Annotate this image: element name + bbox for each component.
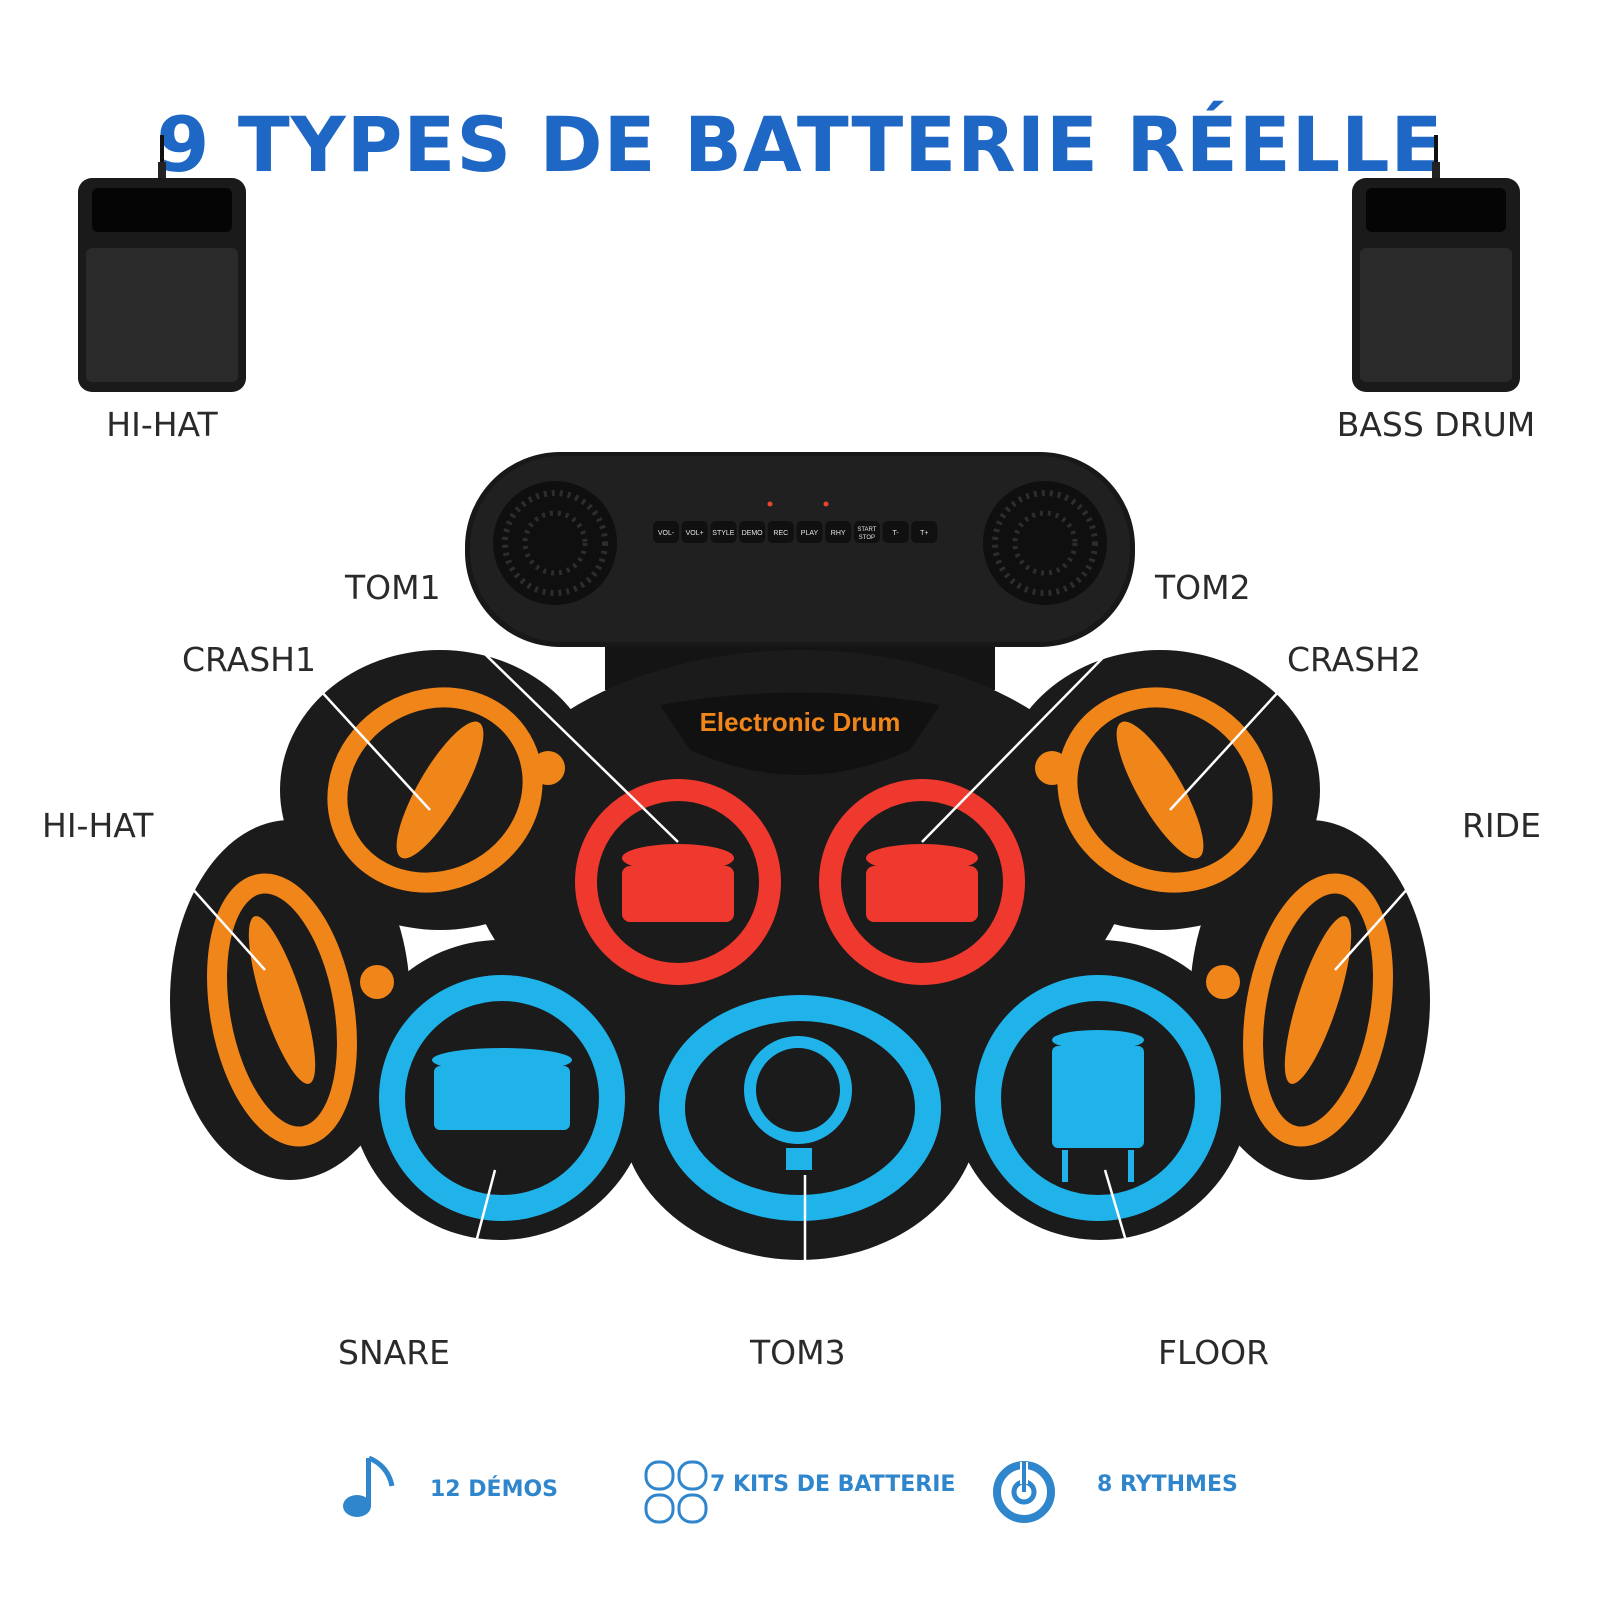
ride-label: RIDE (1462, 806, 1541, 845)
console-button-label: RHY (831, 530, 846, 537)
console-button[interactable] (853, 521, 880, 543)
console-button[interactable] (767, 521, 794, 543)
console-button[interactable] (681, 521, 708, 543)
hihat-pedal (78, 135, 246, 392)
console-button[interactable] (739, 521, 766, 543)
bass-drum-pedal (1352, 135, 1520, 392)
feature-demos-label: 12 DÉMOS (430, 1477, 559, 1502)
tom3-pad[interactable] (659, 995, 941, 1221)
tom1-pad[interactable] (575, 779, 781, 985)
rhythm-icon (993, 1461, 1055, 1523)
console-button-label: START (857, 527, 876, 533)
crash2-pad[interactable] (1033, 662, 1296, 918)
tom1-label: TOM1 (345, 568, 441, 607)
console-button-label: T+ (920, 530, 928, 537)
bass-drum-pedal-label: BASS DRUM (1336, 405, 1536, 444)
ride-pad[interactable] (1206, 873, 1401, 1147)
page-title: 9 TYPES DE BATTERIE RÉELLE (156, 100, 1444, 189)
tom3-label: TOM3 (750, 1333, 846, 1372)
console-button[interactable] (911, 521, 938, 543)
crash1-pad[interactable] (303, 662, 566, 918)
console-button[interactable] (653, 521, 679, 543)
console-button[interactable] (825, 521, 852, 543)
console-button-label: PLAY (801, 530, 819, 537)
console-button-label: STYLE (712, 530, 735, 537)
snare-pad[interactable] (379, 975, 625, 1221)
feature-kits-label: 7 KITS DE BATTERIE (710, 1472, 956, 1497)
crash2-label: CRASH2 (1287, 640, 1421, 679)
floor-pad[interactable] (975, 975, 1221, 1221)
crash1-label: CRASH1 (182, 640, 316, 679)
console-button-label: DEMO (742, 530, 764, 537)
callout-lines (40, 618, 1560, 1324)
feature-rhythms-label: 8 RYTHMES (1097, 1472, 1238, 1497)
snare-label: SNARE (338, 1333, 450, 1372)
music-note-icon (343, 1455, 395, 1517)
floor-label: FLOOR (1158, 1333, 1270, 1372)
pad-brand-text: Electronic Drum (700, 707, 901, 737)
tom2-pad[interactable] (819, 779, 1025, 985)
tom2-label: TOM2 (1155, 568, 1251, 607)
console-button-label: VOL+ (686, 530, 704, 537)
hihat-pedal-label: HI-HAT (106, 405, 218, 444)
console-button-label: STOP (859, 535, 875, 541)
hihat-pad[interactable] (199, 873, 394, 1147)
console-button-label: VOL- (658, 530, 675, 537)
hihat-label: HI-HAT (42, 806, 154, 845)
console-button[interactable] (882, 521, 909, 543)
console-button[interactable] (710, 521, 737, 543)
console-button-label: REC (773, 530, 788, 537)
console-button[interactable] (796, 521, 823, 543)
drum-kits-icon (644, 1460, 708, 1524)
console-button-label: T- (892, 530, 899, 537)
control-console: VOL- VOL+ STYLE DEMO REC PLAY RHY START STOP T- T+ (465, 452, 1135, 647)
